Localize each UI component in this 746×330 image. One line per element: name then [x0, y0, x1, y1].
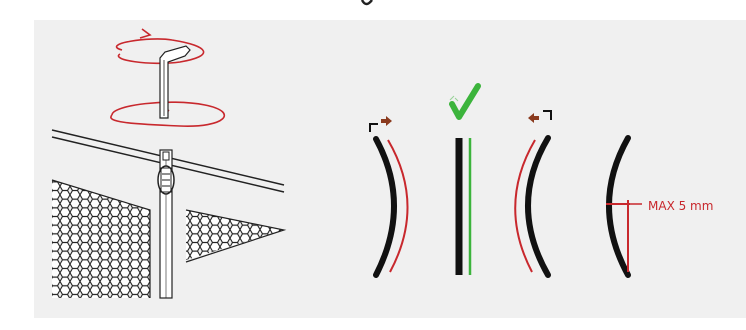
curve-example-right: [369, 116, 409, 278]
curve-example-max-deflection: [606, 135, 642, 278]
check-icon: [449, 83, 481, 120]
net-panel-left: [51, 179, 151, 298]
left-arrow-icon: [528, 113, 539, 123]
cropped-title-fragment: [360, 0, 373, 6]
curve-example-correct: [449, 83, 481, 275]
max-deflection-label: MAX 5 mm: [648, 199, 714, 213]
hex-key-icon: [159, 45, 191, 119]
right-arrow-icon: [381, 116, 392, 126]
fence-rails: [51, 129, 285, 299]
curve-example-left: [514, 110, 552, 278]
